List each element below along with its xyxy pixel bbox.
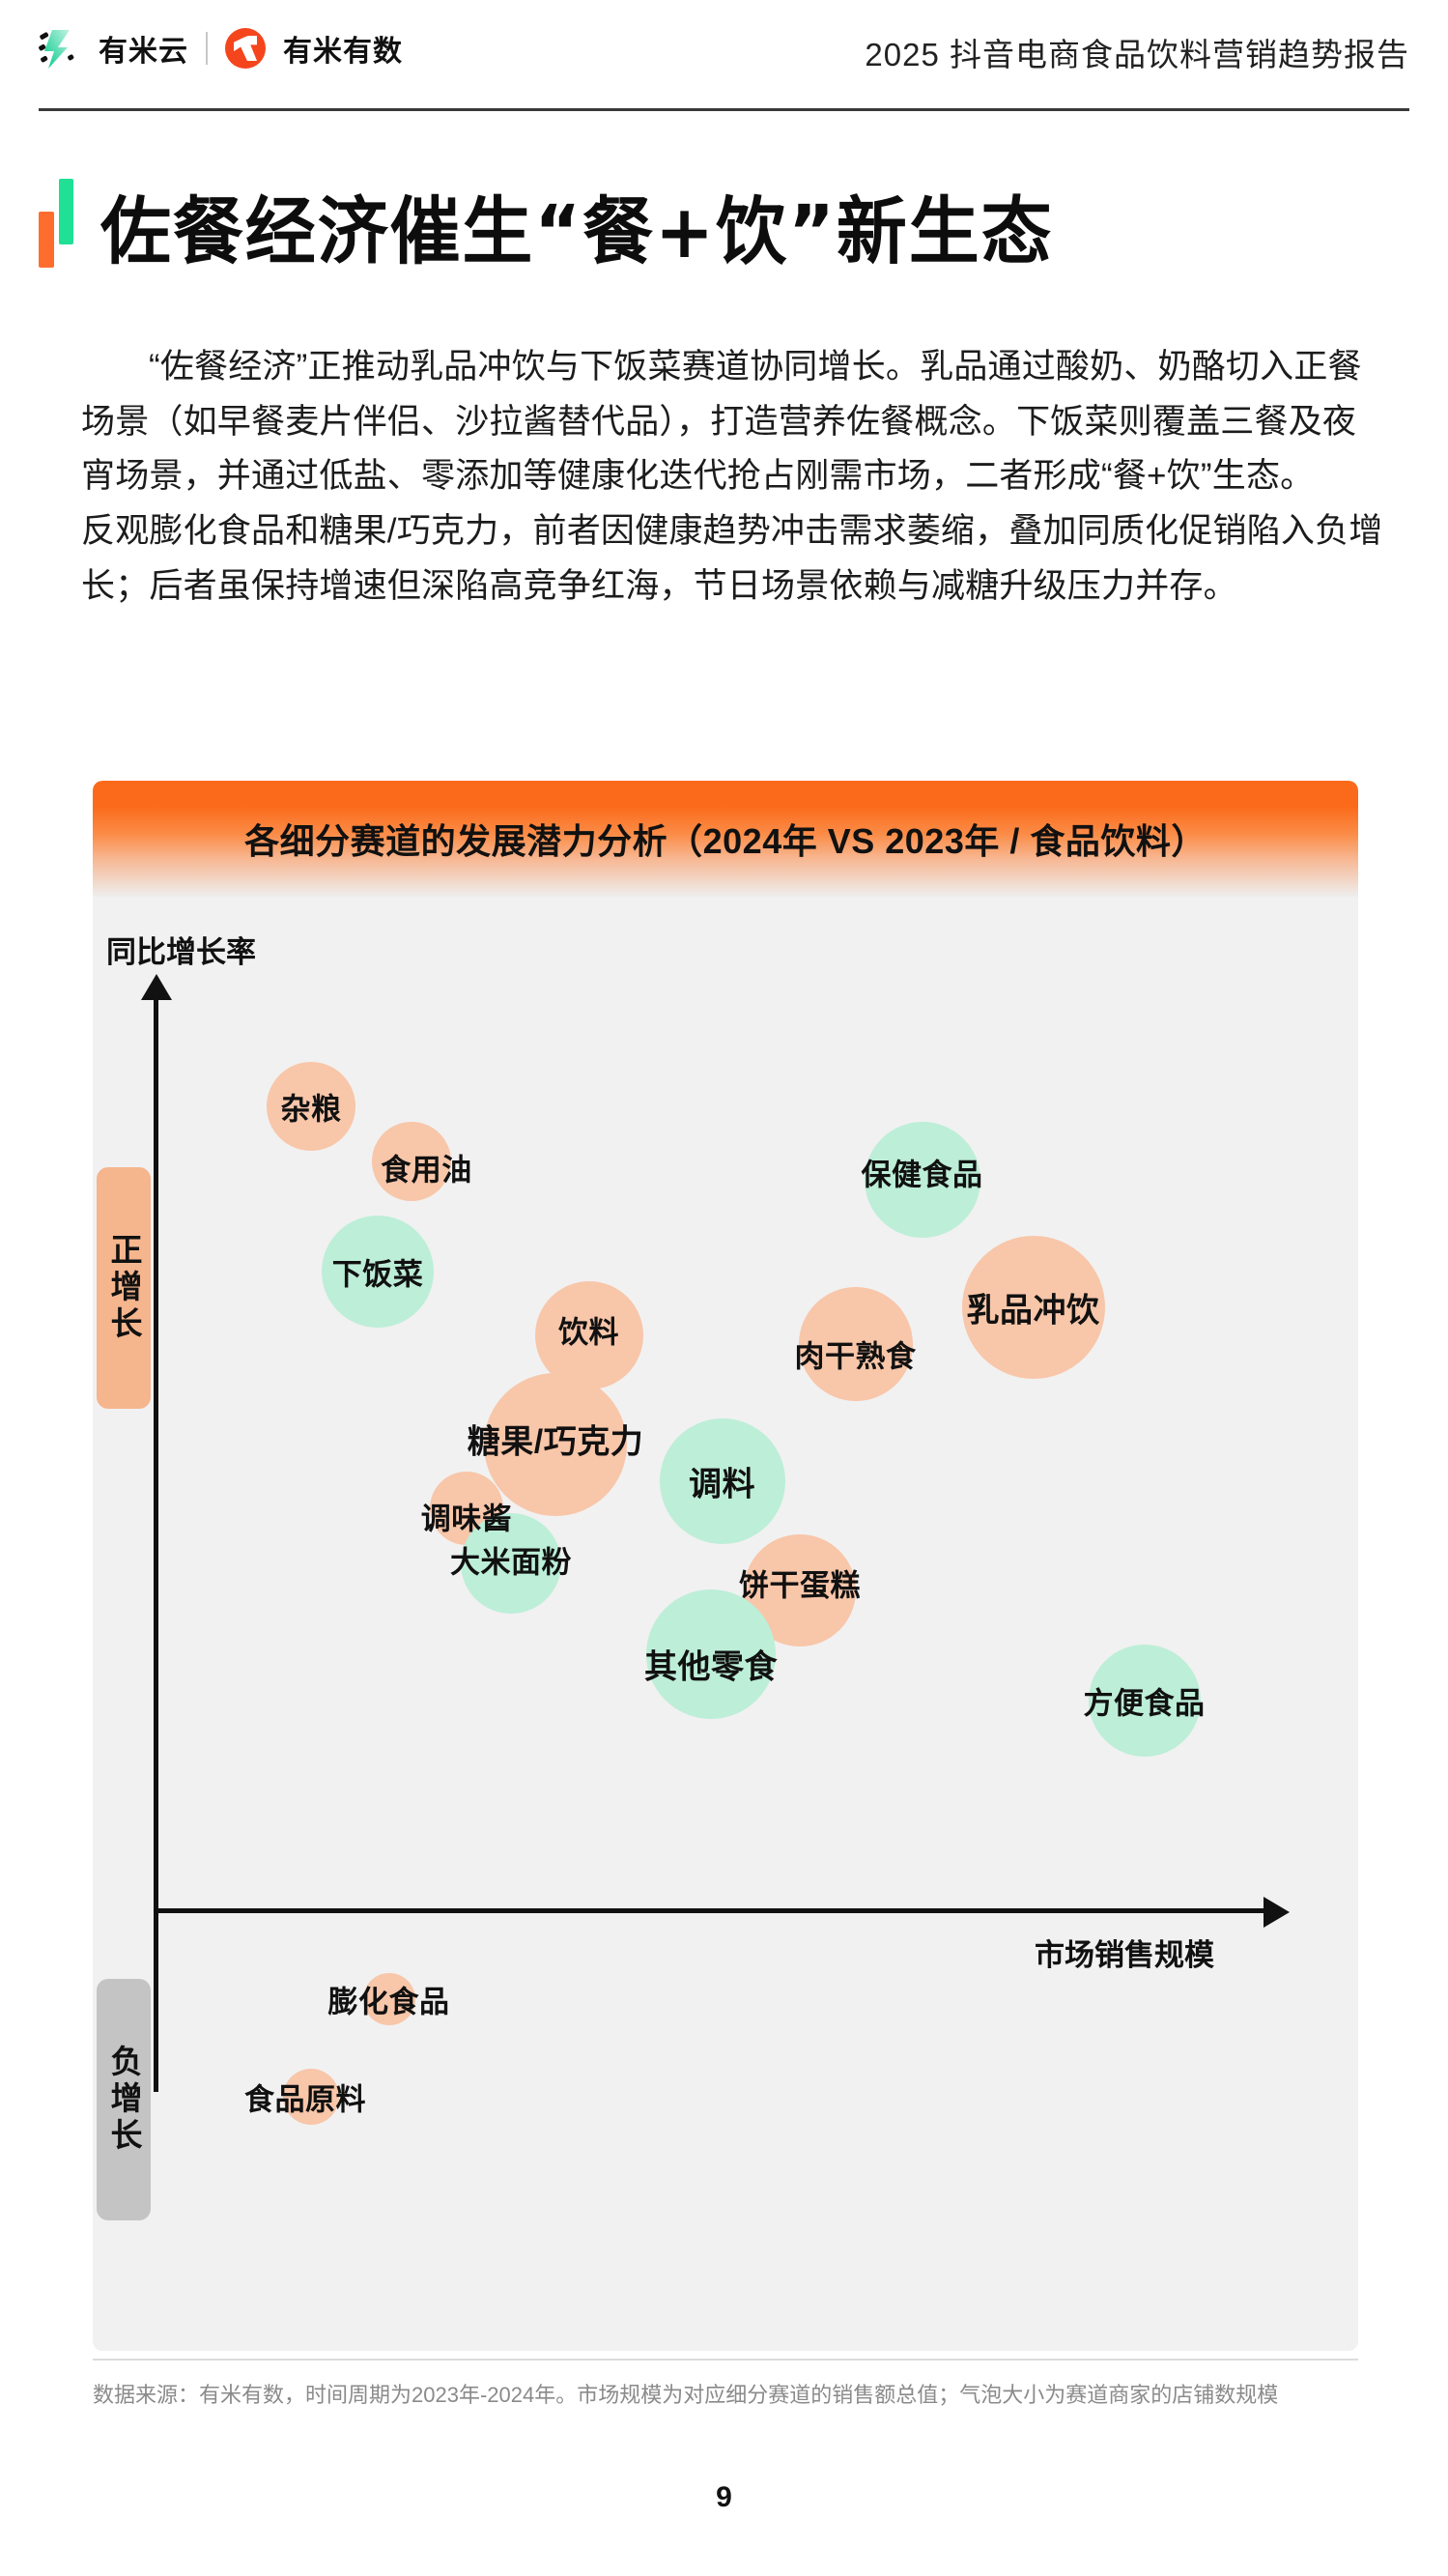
paragraph-1: “佐餐经济”正推动乳品冲饮与下饭菜赛道协同增长。乳品通过酸奶、奶酪切入正餐场景（… xyxy=(81,348,1362,496)
bubble-13 xyxy=(1088,1644,1201,1757)
chart-title-bar: 各细分赛道的发展潜力分析（2024年 VS 2023年 / 食品饮料） xyxy=(93,781,1358,897)
bubble-label-1: 食用油 xyxy=(381,1153,472,1188)
body-copy: “佐餐经济”正推动乳品冲饮与下饭菜赛道协同增长。乳品通过酸奶、奶酪切入正餐场景（… xyxy=(81,340,1387,614)
header-divider-rule xyxy=(39,108,1409,111)
bubble-label-12: 其他零食 xyxy=(644,1648,778,1686)
brand-lockup: 有米云 有米有数 xyxy=(37,26,403,71)
bubble-label-4: 乳品冲饮 xyxy=(966,1292,1100,1330)
page-title-row: 佐餐经济催生“餐+饮”新生态 xyxy=(39,179,1093,275)
bubble-14 xyxy=(362,1973,415,2026)
bubble-label-5: 肉干熟食 xyxy=(794,1339,917,1374)
bubble-7 xyxy=(484,1373,627,1517)
report-title: 2025 抖音电商食品饮料营销趋势报告 xyxy=(865,37,1409,72)
negative-growth-badge: 负增长 xyxy=(97,1979,151,2220)
y-axis-title: 同比增长率 xyxy=(106,935,256,969)
bubble-4 xyxy=(961,1236,1105,1380)
bubble-label-0: 杂粮 xyxy=(280,1092,342,1127)
bubble-10 xyxy=(461,1512,561,1614)
bubble-label-14: 膨化食品 xyxy=(327,1985,450,2019)
bubble-2 xyxy=(322,1215,434,1328)
footer-divider-rule xyxy=(93,2359,1358,2361)
x-axis-line xyxy=(154,1908,1269,1913)
bubble-scatter-plot: 同比增长率 市场销售规模 正增长 负增长 杂粮食用油下饭菜 保健食品乳品冲饮肉干熟… xyxy=(93,897,1358,2351)
brand-name-secondary: 有米有数 xyxy=(283,36,403,68)
chart-card: 各细分赛道的发展潜力分析（2024年 VS 2023年 / 食品饮料） 同比增长… xyxy=(93,781,1358,2351)
page-header: 有米云 有米有数 2025 抖音电商食品饮料营销趋势报告 xyxy=(0,0,1448,114)
bubble-15 xyxy=(283,2069,339,2126)
accent-bar-orange xyxy=(39,212,54,268)
brand-name-primary: 有米云 xyxy=(99,36,188,68)
chart-title: 各细分赛道的发展潜力分析（2024年 VS 2023年 / 食品饮料） xyxy=(244,821,1207,861)
bubble-label-13: 方便食品 xyxy=(1083,1686,1206,1721)
page-number: 9 xyxy=(716,2481,732,2513)
positive-growth-badge: 正增长 xyxy=(97,1167,151,1409)
bubble-6 xyxy=(534,1280,643,1389)
bubble-3 xyxy=(864,1122,980,1238)
bubble-label-7: 糖果/巧克力 xyxy=(467,1423,644,1461)
bubble-label-8: 调料 xyxy=(689,1466,755,1503)
accent-bar-green xyxy=(59,179,73,244)
y-axis-line xyxy=(154,995,158,2092)
paragraph-2: 反观膨化食品和糖果/巧克力，前者因健康趋势冲击需求萎缩，叠加同质化促销陷入负增长… xyxy=(81,512,1383,605)
bar-chart-accent-icon xyxy=(39,179,75,268)
bubble-0 xyxy=(267,1062,355,1152)
bubble-label-3: 保健食品 xyxy=(861,1158,983,1192)
bubble-label-9: 调味酱 xyxy=(420,1502,513,1536)
bubble-8 xyxy=(659,1417,785,1544)
brand-divider xyxy=(206,32,208,65)
page-title: 佐餐经济催生“餐+饮”新生态 xyxy=(100,188,1054,275)
youmiyoushu-logo-icon xyxy=(225,28,266,69)
bubble-label-11: 饼干蛋糕 xyxy=(739,1568,861,1603)
x-axis-title: 市场销售规模 xyxy=(1035,1938,1214,1972)
bubble-1 xyxy=(371,1122,451,1202)
bubble-label-15: 食品原料 xyxy=(244,2082,366,2117)
x-axis-arrow-icon xyxy=(1263,1897,1290,1928)
bubble-12 xyxy=(646,1589,776,1720)
bubble-label-10: 大米面粉 xyxy=(450,1545,572,1580)
bubble-label-6: 饮料 xyxy=(558,1315,619,1350)
bubble-label-2: 下饭菜 xyxy=(331,1257,424,1291)
bubble-5 xyxy=(798,1287,913,1402)
source-footnote: 数据来源：有米有数，时间周期为2023年-2024年。市场规模为对应细分赛道的销… xyxy=(93,2383,1279,2407)
youmiyun-logo-icon xyxy=(37,26,81,71)
